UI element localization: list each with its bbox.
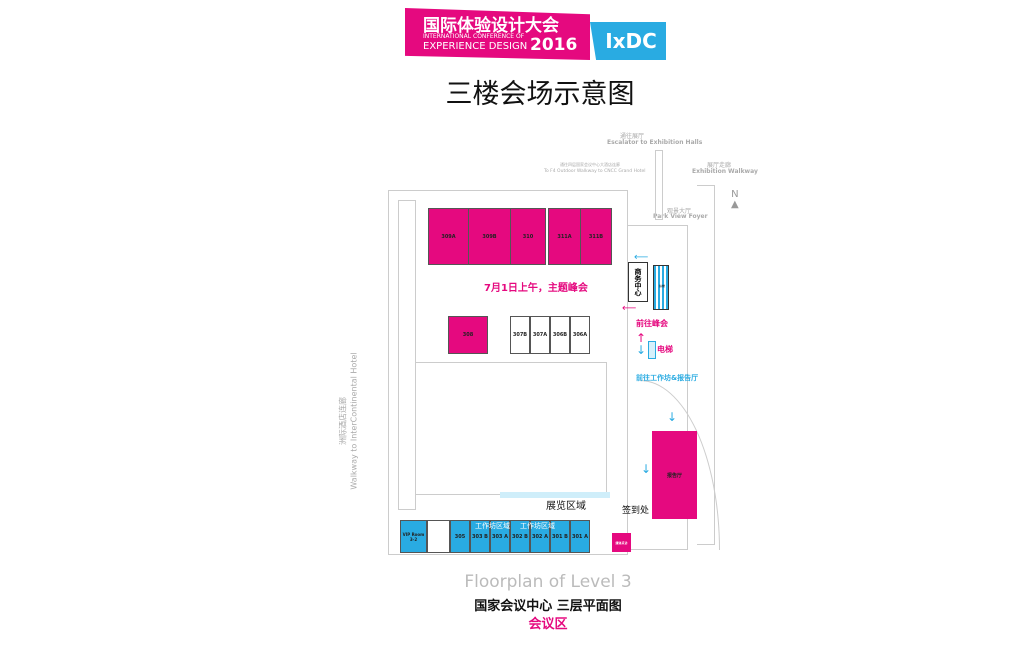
room-305[interactable]: 305 xyxy=(450,520,470,553)
auditorium[interactable]: 报告厅 xyxy=(652,431,697,519)
room-302b[interactable]: 302 B xyxy=(510,520,530,553)
west-corridor xyxy=(398,200,416,510)
vip-room-3-2[interactable]: VIP Room 3-2 xyxy=(400,520,427,553)
room-307b[interactable]: 307B xyxy=(510,316,530,354)
north-arrow: N▲ xyxy=(731,189,739,210)
to-workshop-label: 前往工作坊&报告厅 xyxy=(636,374,699,382)
zone-label: 会议区 xyxy=(528,617,568,632)
room-308[interactable]: 308 xyxy=(448,316,488,354)
room-311a[interactable]: 311A xyxy=(548,208,581,265)
exhibition-hall xyxy=(415,362,607,495)
media-room[interactable]: 媒体采访 xyxy=(612,533,631,552)
arrow-left-pink-icon: ⟵ xyxy=(622,303,637,314)
to-summit-label: 前往峰会 xyxy=(636,319,668,328)
room-307a[interactable]: 307A xyxy=(530,316,550,354)
room-302a[interactable]: 302 A xyxy=(530,520,550,553)
escalator: 扶梯 xyxy=(653,265,669,310)
summit-note: 7月1日上午，主题峰会 xyxy=(484,283,588,294)
empty-room xyxy=(427,520,450,553)
arrow-down-icon: ↓ xyxy=(667,410,678,424)
business-center[interactable]: 商务中心 xyxy=(628,262,648,302)
elevator-label: 电梯 xyxy=(657,345,673,354)
room-311b[interactable]: 311B xyxy=(580,208,612,265)
exhibition-label: 展览区域 xyxy=(546,501,586,512)
building-outline xyxy=(388,190,628,555)
room-306b[interactable]: 306B xyxy=(550,316,570,354)
hotel-walkway-label: 洲际酒店连廊 Walkway to InterContinental Hotel xyxy=(338,352,359,490)
workshop-label: 工作坊区域 xyxy=(475,522,510,530)
page-title: 三楼会场示意图 xyxy=(445,79,635,110)
workshop-label: 工作坊区域 xyxy=(520,522,555,530)
exhibition-bar xyxy=(500,492,610,498)
arrow-updown-icon: ↑↓ xyxy=(636,331,647,357)
room-301a[interactable]: 301 A xyxy=(570,520,590,553)
checkin-label: 签到处 xyxy=(622,506,650,516)
ixdc-logo: IxDC xyxy=(590,22,666,60)
escalator-shaft xyxy=(655,150,663,220)
room-306a[interactable]: 306A xyxy=(570,316,590,354)
floorplan-title-cn: 国家会议中心 三层平面图 xyxy=(474,599,622,614)
room-309a[interactable]: 309A xyxy=(428,208,469,265)
arrow-left-blue-icon: ⟵ xyxy=(634,252,649,263)
room-303b[interactable]: 303 B xyxy=(470,520,490,553)
room-301b[interactable]: 301 B xyxy=(550,520,570,553)
floorplan-title-en: Floorplan of Level 3 xyxy=(464,572,632,592)
room-303a[interactable]: 303 A xyxy=(490,520,510,553)
room-310[interactable]: 310 xyxy=(510,208,546,265)
arrow-down-icon: ↓ xyxy=(641,462,652,476)
conference-logo: 国际体验设计大会 INTERNATIONAL CONFERENCE OF EXP… xyxy=(405,8,590,60)
east-walkway xyxy=(697,185,715,545)
elevator-icon xyxy=(648,341,656,359)
room-309b[interactable]: 309B xyxy=(468,208,511,265)
